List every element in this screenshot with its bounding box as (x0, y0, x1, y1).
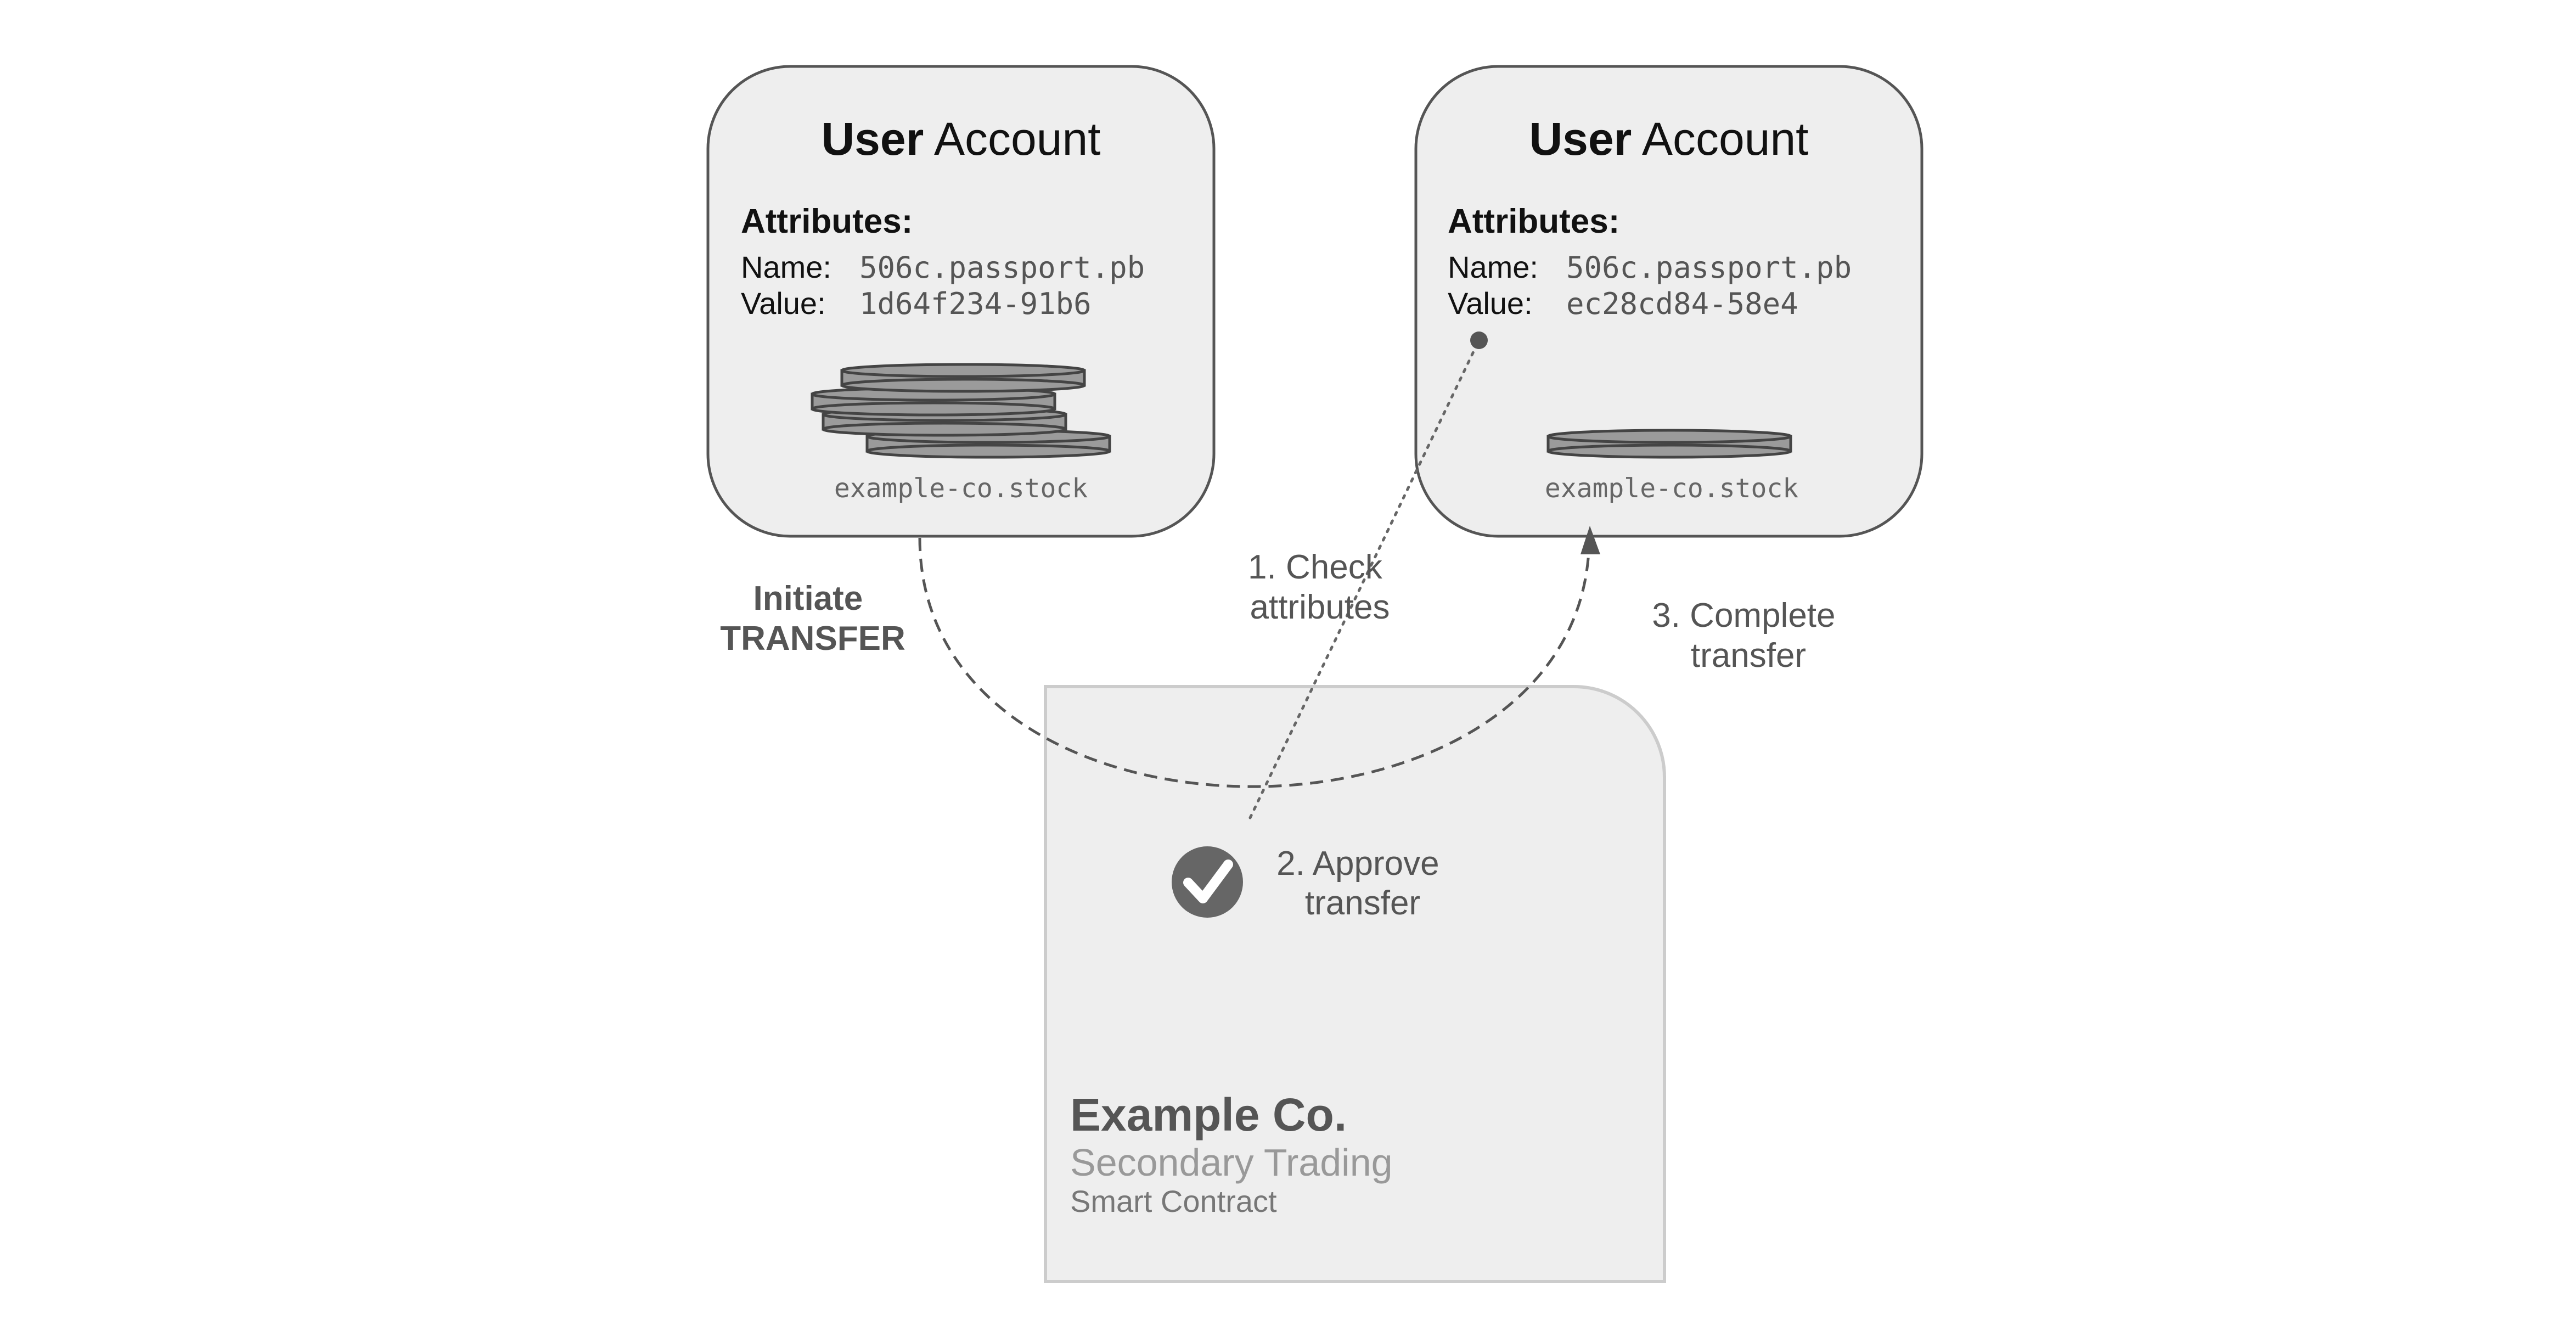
transfer-arcs (918, 332, 1600, 819)
initiate-line-2: TRANSFER (720, 620, 905, 658)
check-attributes-label: 1. Check attributes (1248, 548, 1392, 626)
complete-transfer-label: 3. Complete transfer (1652, 597, 1845, 675)
user-account-left: User Account Attributes: Name: 506c.pass… (706, 65, 1216, 538)
attr-value-value-right: ec28cd84-58e4 (1566, 286, 1798, 321)
attributes-heading-right: Attributes: (1448, 203, 1619, 240)
complete-line-1: 3. Complete (1652, 597, 1835, 634)
attr-value-label-left: Value: (741, 286, 826, 321)
asset-label-right: example-co.stock (1545, 473, 1798, 504)
initiate-transfer-label: Initiate TRANSFER (720, 580, 905, 658)
contract-company: Example Co. (1070, 1089, 1347, 1141)
approve-line-2: transfer (1305, 884, 1420, 922)
contract-kind: Smart Contract (1070, 1184, 1277, 1218)
check-attributes-line (1248, 339, 1481, 819)
initiate-line-1: Initiate (753, 580, 863, 617)
check-circle-icon (1172, 846, 1243, 918)
user-account-right: User Account Attributes: Name: 506c.pass… (1414, 65, 1923, 538)
coin (865, 429, 1111, 459)
attributes-heading-left: Attributes: (741, 203, 913, 240)
contract-subtitle: Secondary Trading (1070, 1141, 1393, 1184)
attr-name-label-right: Name: (1448, 250, 1538, 284)
check-attributes-dot (1470, 332, 1488, 349)
approve-line-1: 2. Approve (1276, 845, 1439, 883)
coin-single (1546, 429, 1792, 459)
coin (840, 363, 1086, 393)
transfer-arc (918, 537, 1590, 788)
asset-label-left: example-co.stock (834, 473, 1088, 504)
attr-name-value-right: 506c.passport.pb (1566, 250, 1852, 285)
check-line-1: 1. Check (1248, 548, 1383, 586)
complete-line-2: transfer (1691, 637, 1806, 675)
account-box-right (1414, 65, 1923, 538)
approve-step-label: 2. Approve transfer (1276, 845, 1449, 922)
coin-stack (811, 363, 1111, 459)
attr-value-label-right: Value: (1448, 286, 1533, 321)
check-line-2: attributes (1250, 588, 1390, 626)
smart-contract-box: Example Co. Secondary Trading Smart Cont… (1044, 685, 1666, 1283)
account-title-right: User Account (1529, 113, 1808, 165)
account-title-left: User Account (821, 113, 1100, 165)
contract-shape (1044, 685, 1666, 1283)
attr-name-value-left: 506c.passport.pb (859, 250, 1145, 285)
transfer-arrowhead (1581, 526, 1600, 554)
attr-value-value-left: 1d64f234-91b6 (859, 286, 1092, 321)
attr-name-label-left: Name: (741, 250, 831, 284)
